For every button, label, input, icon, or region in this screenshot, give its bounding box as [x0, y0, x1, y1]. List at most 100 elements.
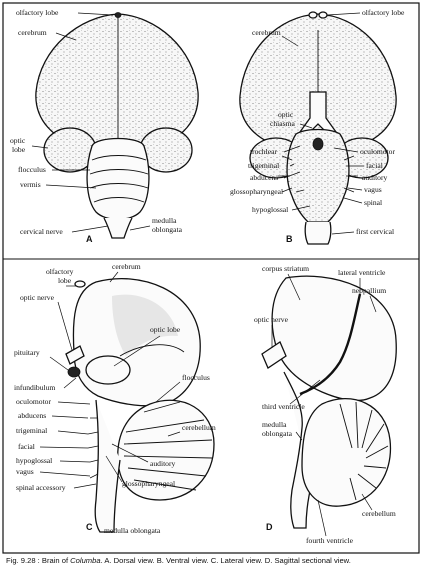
c-label-optic-lobe: optic lobe: [150, 325, 181, 334]
b-first-cervical-leader: [331, 231, 355, 235]
a-label-flocculus: flocculus: [18, 165, 46, 174]
a-optic-lobe-leader: [31, 145, 49, 149]
b-label-first-cervical: first cervical: [356, 227, 394, 236]
caption-suffix: . A. Dorsal view. B. Ventral view. C. La…: [100, 556, 351, 565]
b-brainstem-shape: [286, 128, 350, 223]
b-olfactory-lobe-right: [318, 11, 328, 19]
a-label-optic-lobe-1: optic: [10, 136, 26, 145]
a-medulla-shape: [103, 217, 133, 239]
a-label-vermis: vermis: [20, 180, 41, 189]
c-abducens-leader: [51, 415, 89, 419]
b-label-olfactory-lobe: olfactory lobe: [362, 8, 405, 17]
c-label-spinal-accessory: spinal accessory: [16, 483, 66, 492]
a-label-cervical-nerve: cervical nerve: [20, 227, 63, 236]
a-medulla-leader: [129, 225, 151, 231]
c-trigeminal-leader: [57, 430, 89, 435]
figure-frame: [2, 2, 420, 554]
c-infundibulum-leader: [63, 377, 77, 389]
c-auditory-leader: [111, 443, 149, 463]
a-vermis-fold-1: [91, 155, 147, 161]
c-label-flocculus: flocculus: [182, 373, 210, 382]
c-spinal-accessory-leader: [73, 483, 97, 489]
a-label-optic-lobe-2: lobe: [12, 145, 26, 154]
c-label-olfactory-1: olfactory: [46, 267, 74, 276]
c-label-cerebrum: cerebrum: [112, 262, 141, 271]
c-cerebellum-leader: [167, 431, 181, 437]
d-label-medulla-1: medulla: [262, 420, 287, 429]
a-label-cerebrum: cerebrum: [18, 28, 47, 37]
b-panel-letter: B: [286, 234, 293, 244]
b-hypoglossal-leader: [291, 205, 311, 211]
a-cerebellum-shape: [86, 137, 150, 221]
c-label-optic-nerve: optic nerve: [20, 293, 55, 302]
d-label-cerebellum: cerebellum: [362, 509, 396, 518]
d-label-optic-nerve: optic nerve: [254, 315, 289, 324]
panel-a-dorsal-view: olfactory lobe cerebrum optic lobe flocc…: [10, 8, 199, 244]
c-olfactory-shape: [74, 280, 86, 288]
d-cerebellum-leader: [361, 493, 373, 511]
d-panel-letter: D: [266, 522, 273, 532]
a-vermis-fold-2: [89, 169, 149, 175]
b-label-cerebrum: cerebrum: [252, 28, 281, 37]
d-third-ventricle-leader: [289, 379, 321, 405]
b-label-glossopharyngeal: glossopharyngeal: [230, 187, 283, 196]
c-label-glossopharyngeal: glossopharyngeal: [122, 479, 175, 488]
panel-b-ventral-view: olfactory lobe cerebrum optic chiasma tr…: [230, 8, 405, 245]
c-label-oculomotor: oculomotor: [16, 397, 51, 406]
c-oculomotor-leader: [57, 401, 91, 405]
d-corpus-leader: [287, 273, 301, 301]
c-vagus-leader: [39, 471, 91, 477]
c-label-facial: facial: [18, 442, 35, 451]
c-cerebrum-leader: [109, 271, 119, 283]
b-nerve-stubs: [278, 155, 358, 193]
b-olfactory-lobe-left: [308, 11, 318, 19]
c-label-abducens: abducens: [18, 411, 46, 420]
b-label-vagus: vagus: [364, 185, 382, 194]
a-vermis-fold-3: [89, 183, 149, 189]
panel-d-sagittal-section: corpus striatum lateral ventricle neopal…: [254, 264, 397, 545]
b-label-trochlear: trochlear: [250, 147, 277, 156]
d-label-third-ventricle: third ventricle: [262, 402, 305, 411]
c-pituitary-leader: [49, 356, 69, 371]
c-optic-nerve-leader: [57, 301, 73, 351]
b-auditory-leader: [347, 175, 361, 179]
c-label-trigeminal: trigeminal: [16, 426, 47, 435]
b-label-spinal: spinal: [364, 198, 382, 207]
a-olfactory-leader: [77, 12, 114, 16]
c-panel-letter: C: [86, 522, 93, 532]
d-diencephalon-shape: [283, 371, 313, 529]
a-vermis-leader: [45, 184, 97, 189]
a-vermis-fold-4: [93, 197, 145, 203]
b-label-hypoglossal: hypoglossal: [252, 205, 288, 214]
c-facial-leader: [39, 446, 89, 449]
a-label-medulla-2: oblongata: [152, 225, 183, 234]
caption-genus: Columba: [70, 556, 101, 565]
c-label-olfactory-2: lobe: [58, 276, 72, 285]
c-optic-lobe-edge: [119, 344, 185, 357]
a-olfactory-lobe-shape: [114, 12, 122, 18]
b-abducens-leader: [283, 171, 301, 179]
c-optic-nerve-shape: [65, 345, 85, 365]
c-cerebellum-folia: [123, 401, 213, 491]
c-medulla-shape: [94, 399, 121, 533]
c-label-vagus: vagus: [16, 467, 34, 476]
b-label-optic-chiasma-1: optic: [278, 110, 294, 119]
a-panel-letter: A: [86, 234, 93, 244]
a-label-medulla-1: medulla: [152, 216, 177, 225]
c-optic-lobe-leader: [113, 335, 161, 367]
c-pituitary-shape: [67, 366, 81, 378]
d-medulla-leader: [295, 431, 303, 441]
d-label-medulla-2: oblongata: [262, 429, 293, 438]
b-vagus-leader: [347, 187, 363, 191]
d-neopallium-leader: [369, 295, 377, 313]
b-spinal-cord: [304, 221, 332, 245]
b-trigeminal-leader: [289, 163, 295, 167]
b-label-oculomotor: oculomotor: [360, 147, 395, 156]
a-cerebrum-leader: [55, 32, 77, 41]
panel-c-lateral-view: olfactory lobe cerebrum optic nerve opti…: [14, 262, 216, 535]
b-spinal-leader: [343, 197, 363, 204]
d-label-lateral-ventricle: lateral ventricle: [338, 268, 386, 277]
c-label-infundibulum: infundibulum: [14, 383, 55, 392]
c-label-pituitary: pituitary: [14, 348, 40, 357]
